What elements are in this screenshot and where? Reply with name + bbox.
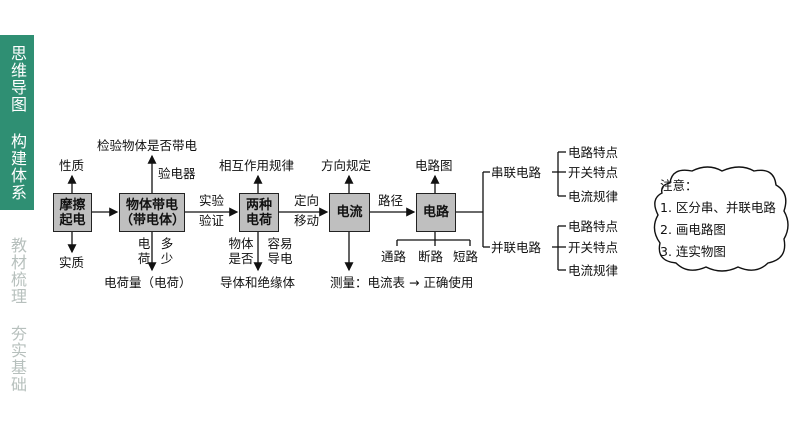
cloud-shape <box>653 166 789 272</box>
series-item-circuit-features: 电路特点 <box>568 145 619 160</box>
two-kinds-of-charge-box: 两种 电荷 <box>239 193 279 232</box>
label-property: 性质 <box>59 158 85 173</box>
label-short-circuit: 短路 <box>453 249 479 264</box>
label-series-circuit: 串联电路 <box>491 165 542 180</box>
label-path: 路径 <box>378 193 404 208</box>
tab-mind-map[interactable]: 思维导图 构建体系 <box>0 35 34 210</box>
label-check-charged: 检验物体是否带电 <box>97 138 198 153</box>
label-direction-rule: 方向规定 <box>321 158 372 173</box>
label-easy-conduct: 容易导电 <box>267 236 293 266</box>
label-circuit-diagram: 电路图 <box>415 158 453 173</box>
label-parallel-circuit: 并联电路 <box>491 240 542 255</box>
series-item-switch-features: 开关特点 <box>568 165 619 180</box>
label-experiment: 实验 <box>199 193 225 208</box>
electric-current-box: 电流 <box>329 193 370 232</box>
series-item-current-law: 电流规律 <box>568 189 619 204</box>
label-body-whether: 物体是否 <box>228 236 254 266</box>
tab-textbook-review[interactable]: 教材梳理 夯实基础 <box>0 230 34 400</box>
note-title: 注意： <box>660 178 698 193</box>
parallel-item-current-law: 电流规律 <box>568 263 619 278</box>
label-directional: 定向 <box>294 193 320 208</box>
note-cloud: 注意： 1. 区分串、并联电路 2. 画电路图 3. 连实物图 <box>650 163 792 275</box>
charged-body-box: 物体带电 （带电体） <box>119 193 185 232</box>
label-essence: 实质 <box>59 255 85 270</box>
label-movement: 移动 <box>294 213 320 228</box>
label-conductor-insulator: 导体和绝缘体 <box>220 275 296 290</box>
note-item-2: 2. 画电路图 <box>660 222 726 237</box>
circuit-box: 电路 <box>416 193 456 232</box>
label-verify: 验证 <box>199 213 225 228</box>
label-charge-vertical-1: 电荷 <box>137 236 151 266</box>
label-measure: 测量：电流表 → 正确使用 <box>330 275 474 290</box>
label-charge-quantity: 电荷量（电荷） <box>104 275 192 290</box>
friction-electrification-box: 摩擦 起电 <box>53 193 92 232</box>
note-item-1: 1. 区分串、并联电路 <box>660 200 776 215</box>
parallel-item-circuit-features: 电路特点 <box>568 219 619 234</box>
note-item-3: 3. 连实物图 <box>660 244 726 259</box>
label-open-circuit: 断路 <box>418 249 444 264</box>
label-closed-circuit: 通路 <box>381 249 407 264</box>
label-charge-vertical-2: 多少 <box>160 236 174 266</box>
label-electroscope: 验电器 <box>158 166 196 181</box>
label-interaction-law: 相互作用规律 <box>219 158 295 173</box>
parallel-item-switch-features: 开关特点 <box>568 240 619 255</box>
